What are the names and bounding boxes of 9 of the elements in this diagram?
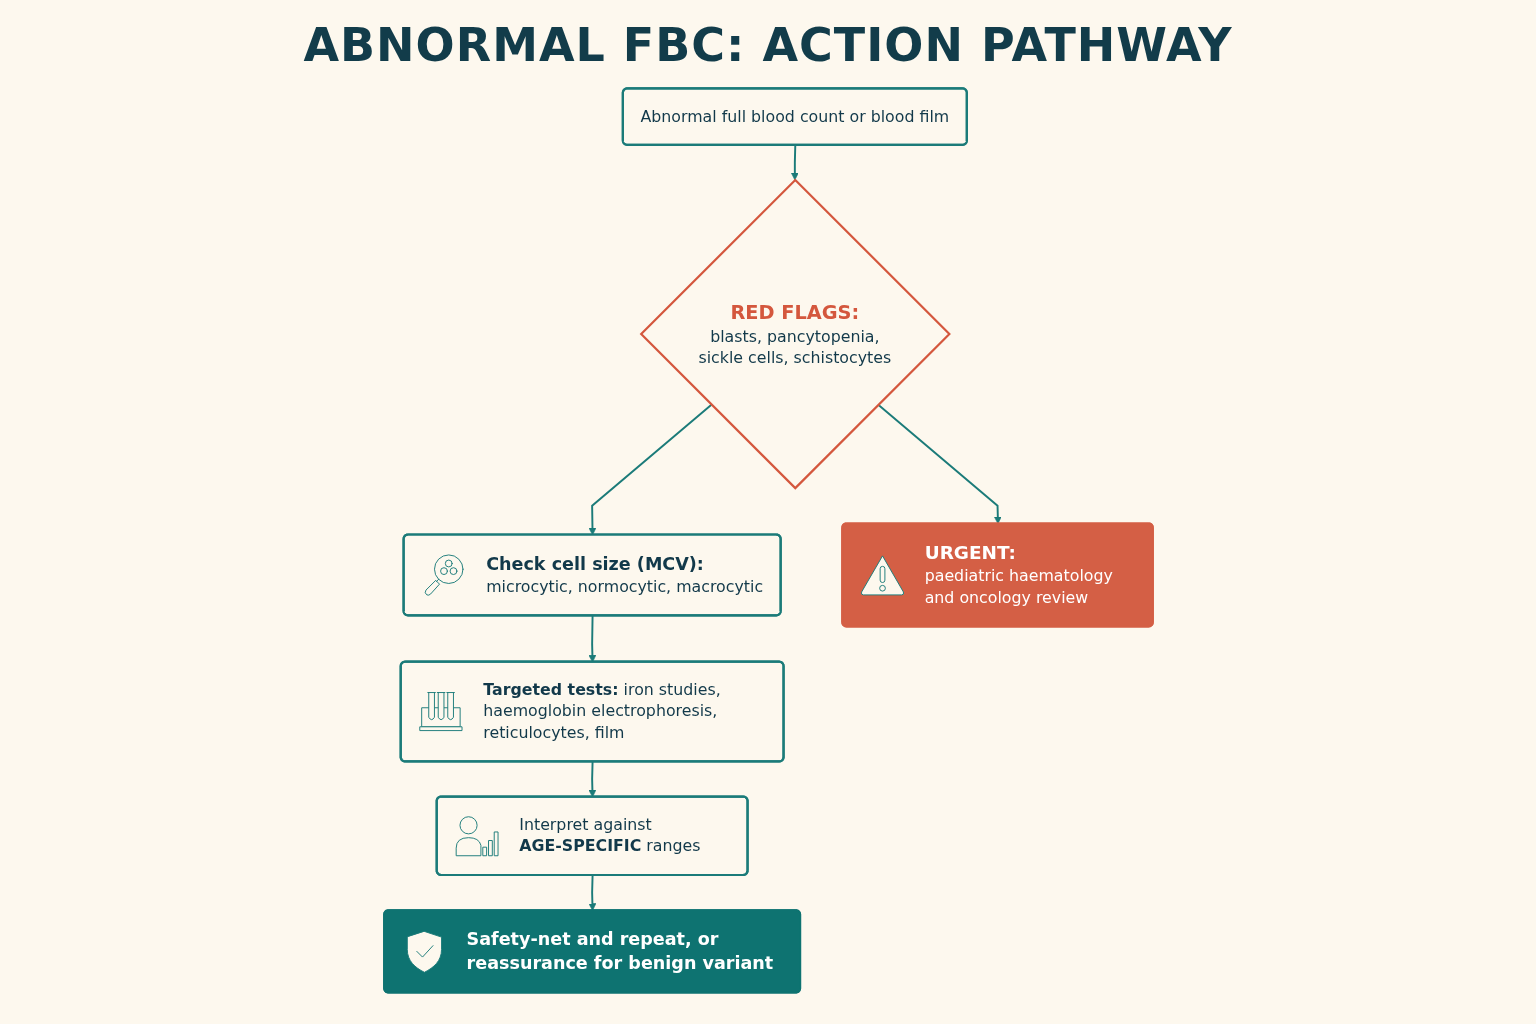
node-text: Safety-net and repeat, or reassurance for benign variant <box>466 928 773 974</box>
node-text: Targeted tests: iron studies, haemoglobin electrophoresis, reticulocytes, film <box>482 680 721 742</box>
node-text: Check cell size (MCV): microcytic, normocytic, macrocytic <box>485 553 763 596</box>
node-text: RED FLAGS: blasts, pancytopenia, sickle cells, schistocytes <box>697 301 891 367</box>
node-text: Abnormal full blood count or blood film <box>639 107 949 126</box>
title: ABNORMAL FBC: ACTION PATHWAY <box>302 17 1234 74</box>
arrow <box>876 403 1002 525</box>
node-text: Interpret against AGE-SPECIFIC ranges <box>518 815 701 855</box>
node-text: URGENT: paediatric haematology and oncology review <box>924 542 1113 607</box>
